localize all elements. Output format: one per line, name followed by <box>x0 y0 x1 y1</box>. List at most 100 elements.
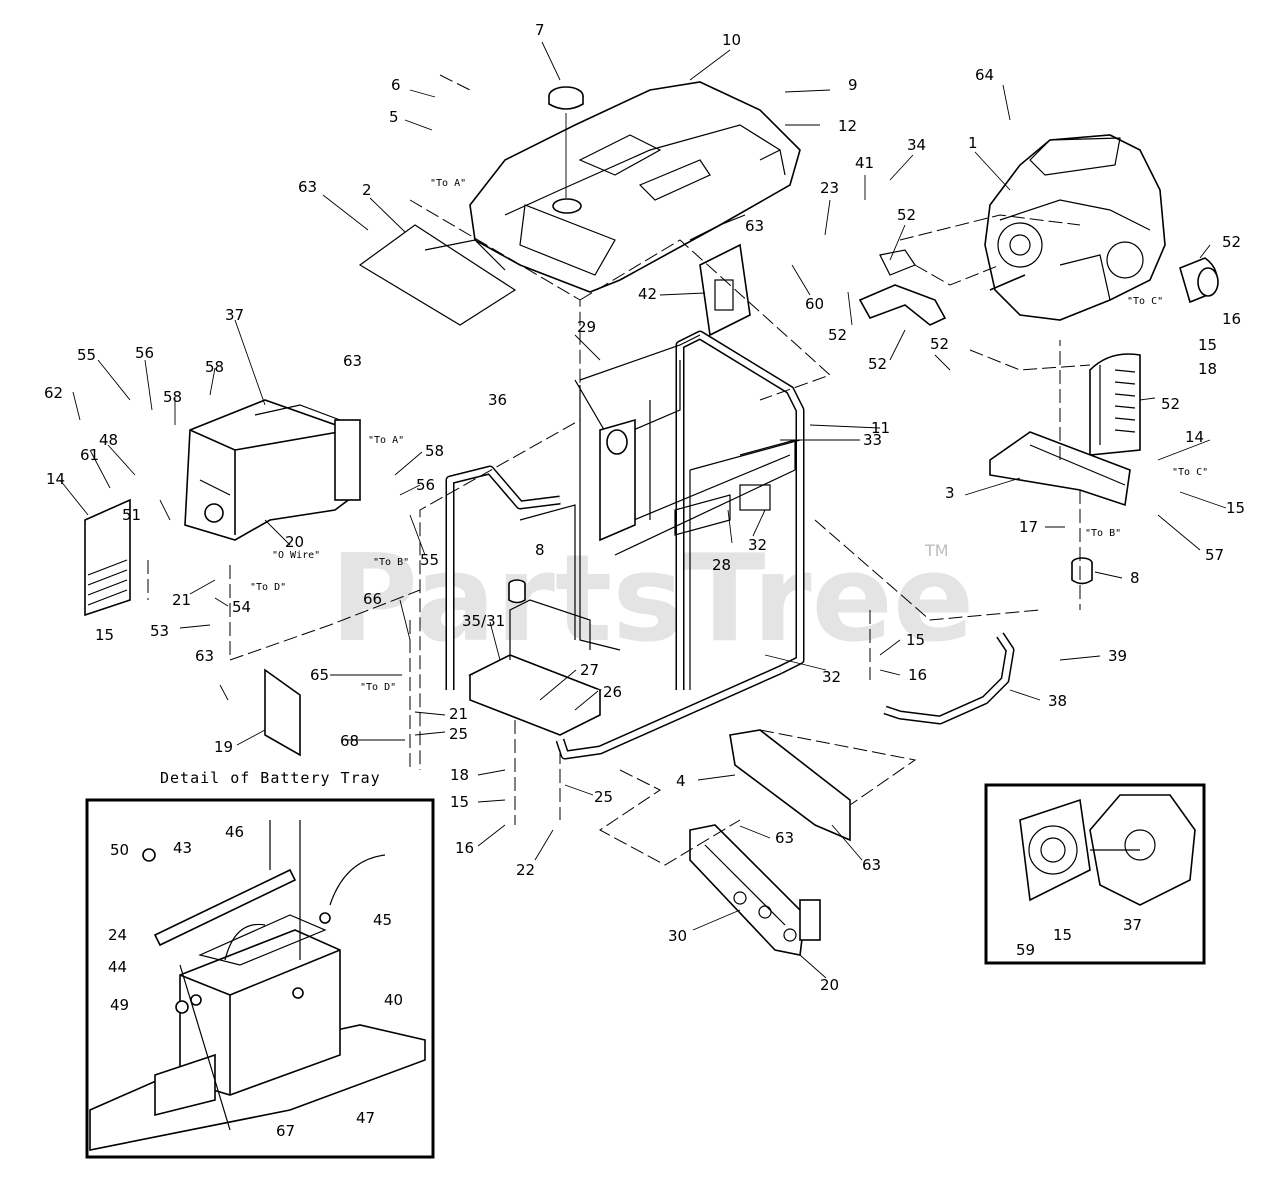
part-number-labels: 7 10 6 9 5 12 64 63 2 41 34 1 23 52 52 6… <box>44 21 1245 1140</box>
part-label: 55 <box>77 346 96 364</box>
part-label: 32 <box>748 536 767 554</box>
part-label: 63 <box>195 647 214 665</box>
air-filter <box>1179 257 1219 304</box>
side-plate <box>264 668 301 757</box>
part-label: 18 <box>450 766 469 784</box>
part-label: 67 <box>276 1122 295 1140</box>
part-label: 33 <box>863 431 882 449</box>
part-label: 25 <box>449 725 468 743</box>
part-label: 51 <box>122 506 141 524</box>
part-label: 8 <box>535 541 545 559</box>
part-label: 63 <box>298 178 317 196</box>
part-label: 18 <box>1198 360 1217 378</box>
part-label: 62 <box>44 384 63 402</box>
part-label: 49 <box>110 996 129 1014</box>
part-label: 20 <box>820 976 839 994</box>
part-label: 23 <box>820 179 839 197</box>
part-label: 58 <box>205 358 224 376</box>
part-label: 34 <box>907 136 926 154</box>
part-label: 16 <box>1222 310 1241 328</box>
part-label: 66 <box>363 590 382 608</box>
part-label: 29 <box>577 318 596 336</box>
part-label: 12 <box>838 117 857 135</box>
part-label: 52 <box>1222 233 1241 251</box>
part-label: 56 <box>416 476 435 494</box>
part-label: 52 <box>897 206 916 224</box>
part-label: 30 <box>668 927 687 945</box>
mount-rail <box>989 431 1131 507</box>
part-label: 37 <box>225 306 244 324</box>
part-label: 63 <box>745 217 764 235</box>
battery-tray <box>468 599 602 736</box>
part-label: 20 <box>285 533 304 551</box>
part-label: 22 <box>516 861 535 879</box>
part-label: 58 <box>163 388 182 406</box>
part-label: 56 <box>135 344 154 362</box>
part-label: 16 <box>455 839 474 857</box>
part-label: 4 <box>676 772 686 790</box>
part-label: 15 <box>450 793 469 811</box>
watermark: PartsTree <box>330 530 974 669</box>
note-to-b-2: "To B" <box>1085 528 1121 539</box>
lower-panel <box>729 729 851 842</box>
part-label: 10 <box>722 31 741 49</box>
part-label: 21 <box>449 705 468 723</box>
part-label: 57 <box>1205 546 1224 564</box>
part-label: 15 <box>1226 499 1245 517</box>
part-label: 15 <box>1198 336 1217 354</box>
part-label: 63 <box>862 856 881 874</box>
part-label: 41 <box>855 154 874 172</box>
part-label: 21 <box>172 591 191 609</box>
engine-detail <box>984 783 1206 965</box>
part-label: 11 <box>871 419 890 437</box>
note-o-wire: "O Wire" <box>272 550 320 561</box>
part-label: 36 <box>488 391 507 409</box>
part-label: 39 <box>1108 647 1127 665</box>
part-label: 16 <box>908 666 927 684</box>
part-label: 42 <box>638 285 657 303</box>
note-to-d-1: "To D" <box>250 582 286 593</box>
top-plate <box>358 224 517 326</box>
part-label: 2 <box>362 181 372 199</box>
part-label: 38 <box>1048 692 1067 710</box>
part-label: 1 <box>968 134 978 152</box>
part-label: 53 <box>150 622 169 640</box>
part-label: 68 <box>340 732 359 750</box>
part-label: 3 <box>945 484 955 502</box>
watermark-tm: TM <box>924 541 949 560</box>
note-to-c-1: "To C" <box>1127 296 1163 307</box>
note-to-a-2: "To A" <box>368 435 404 446</box>
part-label: 8 <box>1130 569 1140 587</box>
part-label: 40 <box>384 991 403 1009</box>
part-label: 35/31 <box>462 612 505 630</box>
part-label: 59 <box>1016 941 1035 959</box>
gas-cap <box>548 86 584 198</box>
leader-lines <box>59 41 1227 979</box>
part-label: 48 <box>99 431 118 449</box>
part-label: 24 <box>108 926 127 944</box>
handle <box>883 632 1015 725</box>
part-label: 14 <box>46 470 65 488</box>
part-label: 9 <box>848 76 858 94</box>
part-label: 17 <box>1019 518 1038 536</box>
part-label: 14 <box>1185 428 1204 446</box>
isolator <box>508 557 1093 604</box>
note-to-b-1: "To B" <box>373 557 409 568</box>
part-label: 64 <box>975 66 994 84</box>
note-to-d-2: "To D" <box>360 682 396 693</box>
battery-detail <box>85 798 435 1159</box>
assembly-dash-lines <box>147 74 1091 866</box>
control-panel <box>689 824 821 956</box>
bracket <box>699 243 751 337</box>
part-label: 54 <box>232 598 251 616</box>
part-label: 65 <box>310 666 329 684</box>
part-label: 43 <box>173 839 192 857</box>
part-label: 15 <box>1053 926 1072 944</box>
part-label: 55 <box>420 551 439 569</box>
exhaust-pipe <box>858 249 947 326</box>
part-label: 45 <box>373 911 392 929</box>
end-cover <box>84 498 131 617</box>
part-label: 26 <box>603 683 622 701</box>
fuel-tank <box>469 81 801 293</box>
